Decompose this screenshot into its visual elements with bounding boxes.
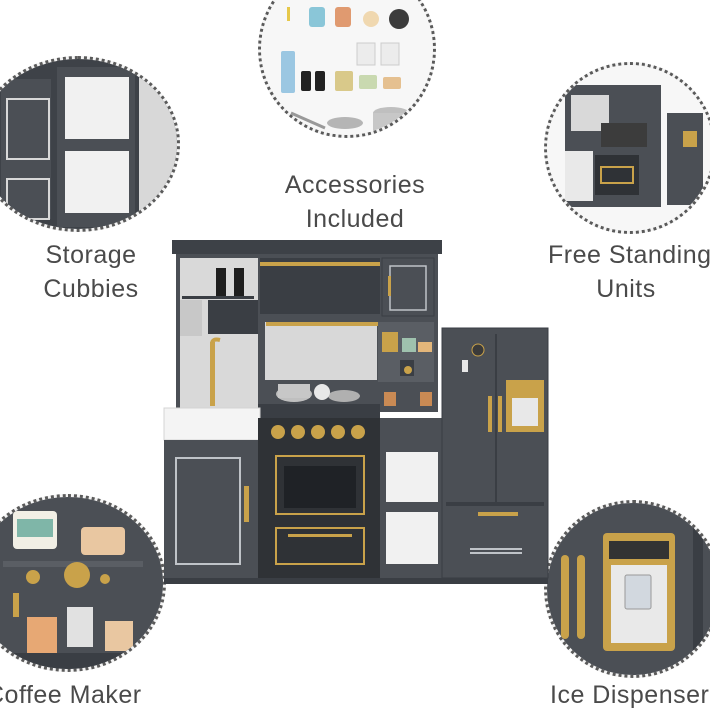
freestanding-line1: Free Standing (548, 241, 710, 269)
accessories-line1: Accessories (284, 171, 426, 199)
freestanding-label: Free Standing Units (542, 238, 710, 306)
coffee-maker-icon (0, 497, 163, 669)
coffee-circle (0, 494, 166, 672)
free-standing-units-icon (547, 65, 710, 231)
storage-line1: Storage (45, 241, 137, 269)
ice-circle (544, 500, 710, 678)
ice-dispenser-icon (547, 503, 710, 675)
storage-line2: Cubbies (43, 275, 139, 303)
coffee-label: Coffee Maker (0, 678, 172, 712)
storage-circle (0, 56, 180, 232)
freestanding-circle (544, 62, 710, 234)
accessories-circle (258, 0, 436, 138)
storage-label: Storage Cubbies (6, 238, 176, 306)
accessories-icon (261, 0, 433, 135)
coffee-line1: Coffee Maker (0, 681, 142, 709)
storage-cubbies-icon (0, 59, 177, 229)
accessories-line2: Included (305, 205, 405, 233)
ice-label: Ice Dispenser (550, 678, 710, 712)
freestanding-line2: Units (596, 275, 656, 303)
accessories-label: Accessories Included (255, 168, 455, 236)
ice-line1: Ice Dispenser (550, 681, 710, 709)
